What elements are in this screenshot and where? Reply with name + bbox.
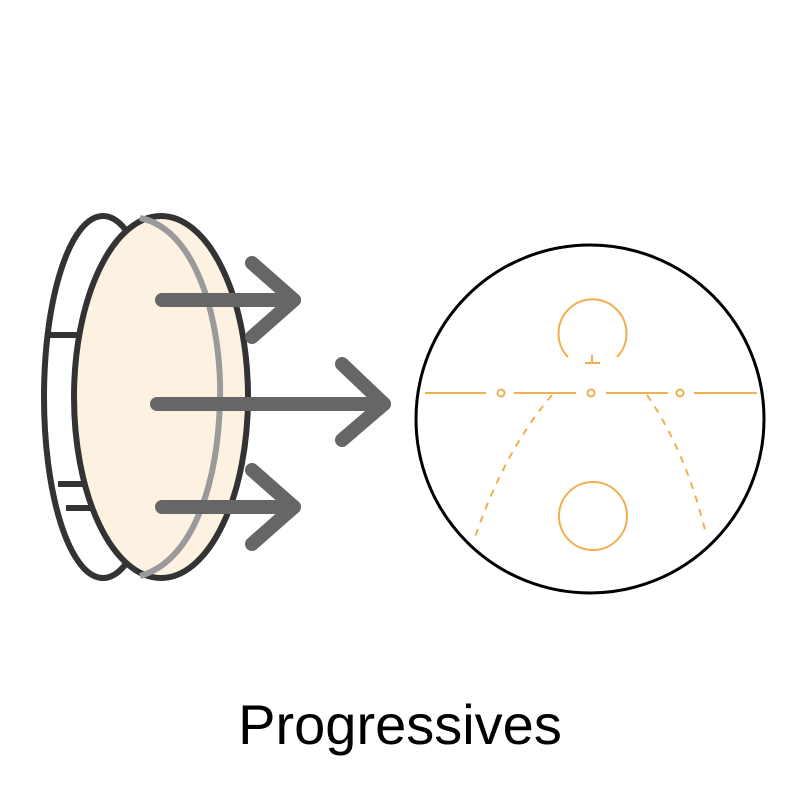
near-zone-circle — [558, 481, 628, 551]
distance-zone-arc — [557, 298, 628, 358]
corridor-right — [646, 394, 706, 531]
arrow-icons — [150, 256, 391, 551]
caption-title: Progressives — [238, 693, 562, 756]
marker-right — [675, 388, 685, 398]
marker-center — [586, 388, 596, 398]
arrow-top-icon — [155, 256, 301, 344]
arrow-bottom-icon — [155, 463, 301, 551]
arrow-middle-icon — [150, 357, 391, 447]
progressive-zone-map-icon — [414, 243, 766, 595]
corridor-left — [474, 394, 553, 538]
marker-left — [496, 388, 506, 398]
